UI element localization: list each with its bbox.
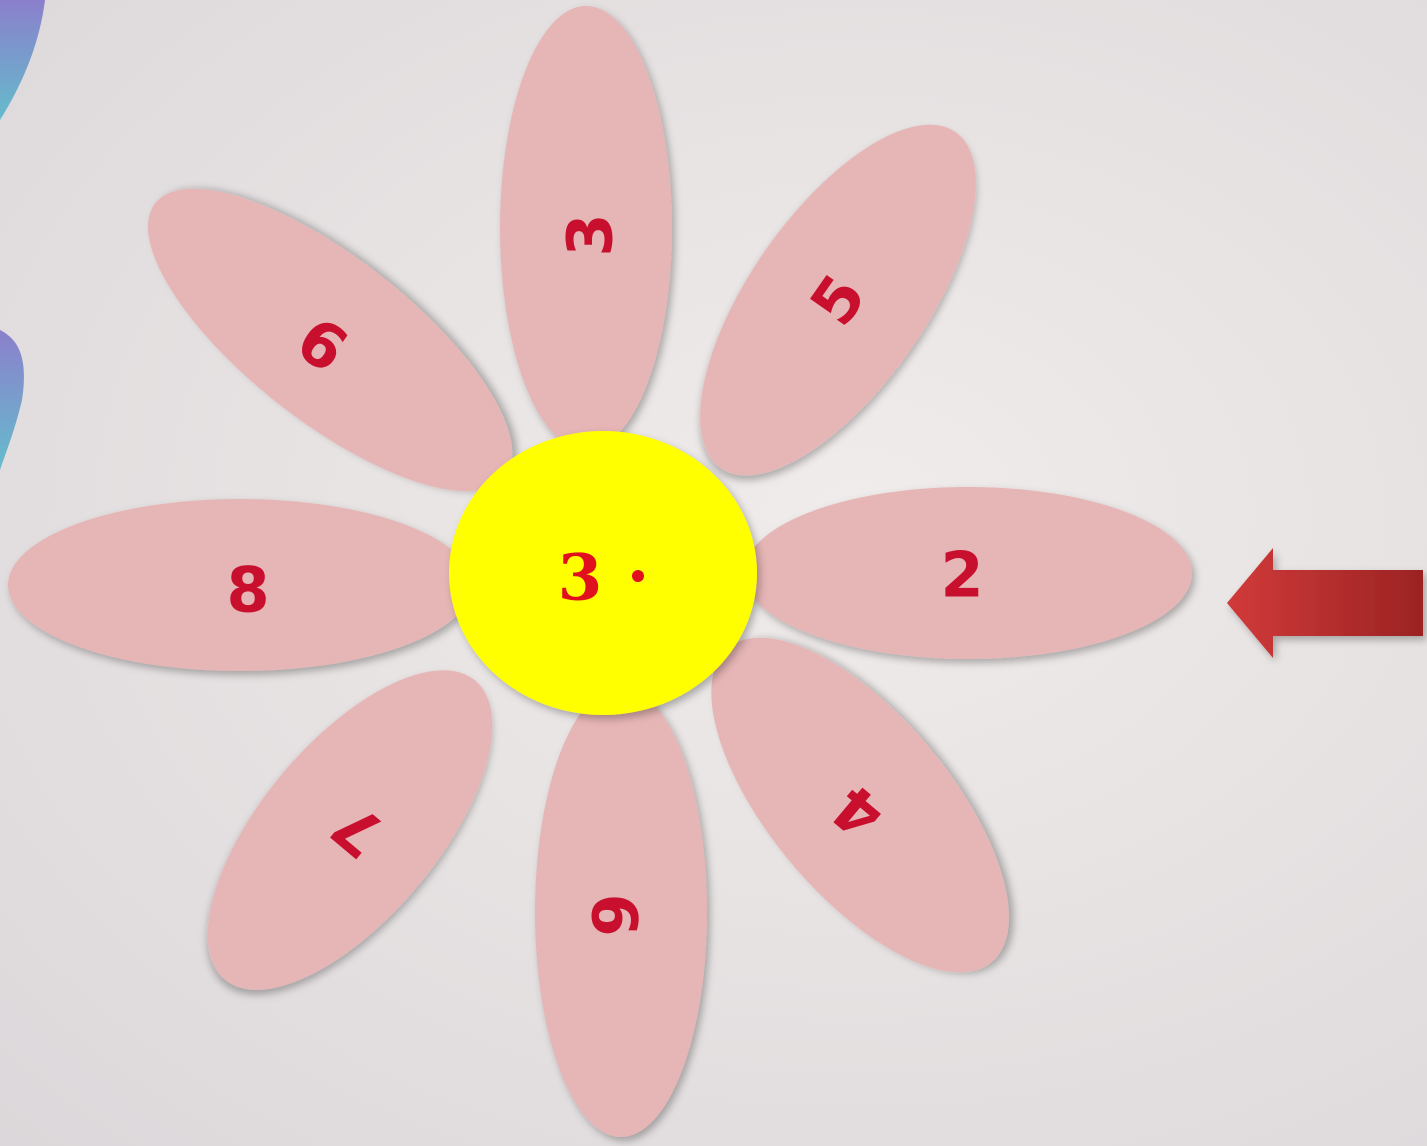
- flower-center[interactable]: 3: [449, 431, 757, 715]
- petal-label-right: 2: [940, 539, 983, 612]
- left-edge-decoration-bottom: [0, 330, 24, 470]
- left-arrow-icon[interactable]: [1227, 548, 1423, 658]
- petal-label-top: 3: [554, 213, 627, 256]
- center-dot-icon: [632, 570, 644, 582]
- petal-label-bottom: 6: [578, 893, 651, 936]
- center-number: 3: [558, 541, 603, 616]
- left-edge-decoration-top: [0, 0, 45, 120]
- petal-label-left: 8: [226, 554, 269, 627]
